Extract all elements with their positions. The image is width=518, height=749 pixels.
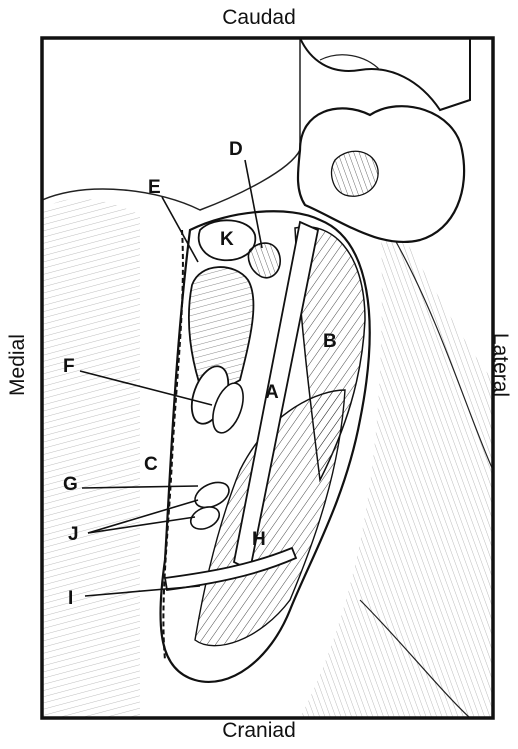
label-c: C [144, 454, 158, 475]
label-e: E [148, 177, 161, 198]
label-b: B [323, 331, 337, 352]
label-j: J [68, 524, 79, 545]
label-i: I [68, 588, 73, 609]
label-f: F [63, 356, 75, 377]
upper-tissue-outline [42, 38, 300, 210]
label-d: D [229, 139, 243, 160]
label-h: H [252, 529, 266, 550]
label-g: G [63, 474, 78, 495]
label-k: K [220, 229, 234, 250]
label-a: A [265, 382, 279, 403]
medial-tissue [42, 199, 140, 718]
